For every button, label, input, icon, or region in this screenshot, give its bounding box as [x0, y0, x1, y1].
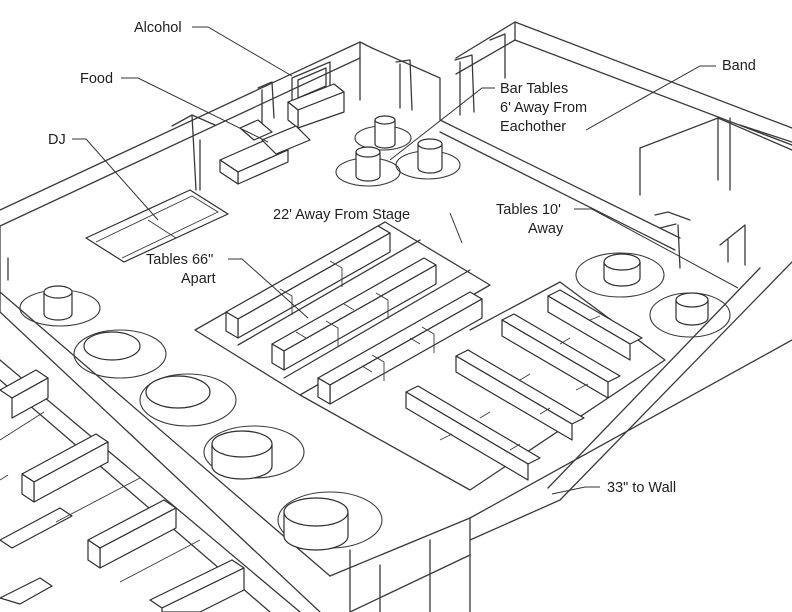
- label-wall-gap: 33" to Wall: [607, 480, 676, 496]
- label-tables-10-line2: Away: [528, 221, 564, 237]
- label-bar-tables-line1: Bar Tables: [500, 81, 568, 97]
- food-tables: [219, 119, 311, 185]
- label-food: Food: [80, 71, 113, 87]
- long-tables-right: [405, 289, 643, 481]
- label-bar-tables-line2: 6' Away From: [500, 100, 587, 116]
- label-bar-tables-line3: Eachother: [500, 119, 566, 135]
- label-tables-66-line2: Apart: [181, 271, 216, 287]
- label-dj: DJ: [48, 132, 66, 148]
- label-tables-66-line1: Tables 66": [146, 252, 213, 268]
- round-tables-right: [575, 252, 731, 338]
- label-tables-10-line1: Tables 10': [496, 202, 561, 218]
- dj-table: [85, 189, 229, 263]
- label-stage-distance: 22' Away From Stage: [273, 207, 410, 223]
- left-room-tables: [0, 369, 245, 612]
- round-tables-left: [19, 285, 383, 551]
- annotation-labels: Alcohol Food DJ Bar Tables 6' Away From …: [48, 20, 756, 496]
- label-alcohol: Alcohol: [134, 20, 182, 36]
- bar-tables: [335, 115, 461, 187]
- long-tables-center: [225, 225, 483, 405]
- label-band: Band: [722, 58, 756, 74]
- leader-lines: [72, 26, 739, 495]
